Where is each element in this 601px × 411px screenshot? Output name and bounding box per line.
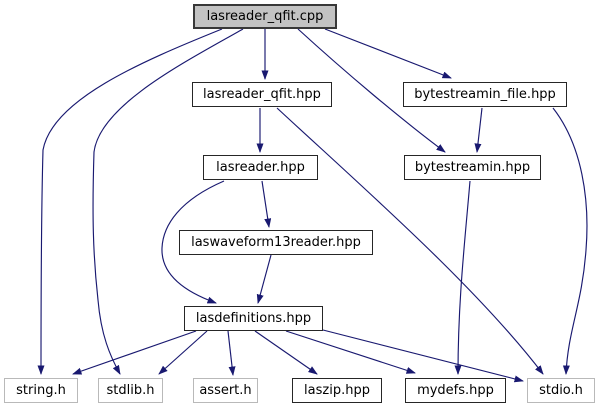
edge-lasdefinitions_hpp-to-laszip_hpp bbox=[254, 330, 318, 375]
node-lasreader_hpp[interactable]: lasreader.hpp bbox=[203, 155, 318, 180]
edge-bytestreamin_hpp-to-mydefs_hpp bbox=[454, 180, 471, 375]
edge-lasdefinitions_hpp-to-string_h bbox=[72, 330, 197, 375]
edge-lasdefinitions_hpp-to-mydefs_hpp bbox=[285, 330, 416, 374]
edge-laswaveform13reader_hpp-to-lasdefinitions_hpp bbox=[256, 254, 272, 304]
node-stdio_h: stdio.h bbox=[527, 378, 595, 403]
node-bytestreamin_file_hpp[interactable]: bytestreamin_file.hpp bbox=[403, 82, 567, 107]
node-laszip_hpp[interactable]: laszip.hpp bbox=[292, 378, 382, 403]
node-string_h: string.h bbox=[4, 378, 78, 403]
node-stdlib_h: stdlib.h bbox=[98, 378, 163, 403]
edge-lasreader_hpp-to-laswaveform13reader_hpp bbox=[261, 180, 272, 228]
node-lasdefinitions_hpp[interactable]: lasdefinitions.hpp bbox=[184, 306, 323, 331]
edge-lasdefinitions_hpp-to-stdio_h bbox=[322, 329, 524, 383]
edge-lasreader_qfit_cpp-to-bytestreamin_file_hpp bbox=[324, 28, 452, 79]
node-assert_h: assert.h bbox=[193, 378, 258, 403]
edge-bytestreamin_file_hpp-to-bytestreamin_hpp bbox=[474, 107, 483, 153]
edge-lasdefinitions_hpp-to-stdlib_h bbox=[158, 330, 208, 375]
node-laswaveform13reader_hpp[interactable]: laswaveform13reader.hpp bbox=[179, 230, 373, 255]
node-bytestreamin_hpp[interactable]: bytestreamin.hpp bbox=[404, 155, 541, 180]
edge-lasdefinitions_hpp-to-assert_h bbox=[227, 330, 236, 376]
edge-bytestreamin_file_hpp-to-stdio_h bbox=[552, 107, 588, 375]
node-mydefs_hpp[interactable]: mydefs.hpp bbox=[405, 378, 506, 403]
node-lasreader_qfit_hpp[interactable]: lasreader_qfit.hpp bbox=[192, 82, 332, 107]
node-lasreader_qfit_cpp: lasreader_qfit.cpp bbox=[193, 4, 337, 29]
